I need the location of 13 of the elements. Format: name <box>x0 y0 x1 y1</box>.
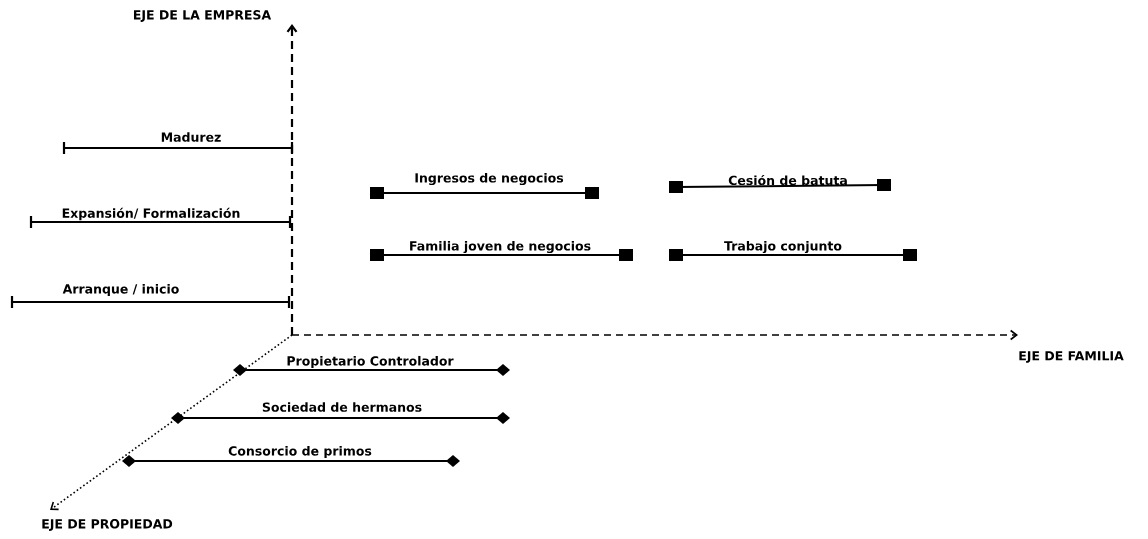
axis-label: EJE DE LA EMPRESA <box>134 10 272 22</box>
stage-label: Arranque / inicio <box>62 283 179 297</box>
axis-label: EJE DE FAMILIA <box>1019 351 1124 363</box>
stage-label: Familia joven de negocios <box>410 240 591 254</box>
stage-label: Consorcio de primos <box>228 445 372 459</box>
axis-label: EJE DE PROPIEDAD <box>42 519 173 531</box>
stage-label: Trabajo conjunto <box>724 240 842 254</box>
stage-label: Expansión/ Formalización <box>62 207 240 221</box>
stage-label: Madurez <box>161 132 221 142</box>
stage-label: Sociedad de hermanos <box>262 402 422 412</box>
stage-label: Ingresos de negocios <box>415 172 564 186</box>
stage-label: Cesión de batuta <box>728 174 847 186</box>
stage-label: Propietario Controlador <box>287 355 454 369</box>
